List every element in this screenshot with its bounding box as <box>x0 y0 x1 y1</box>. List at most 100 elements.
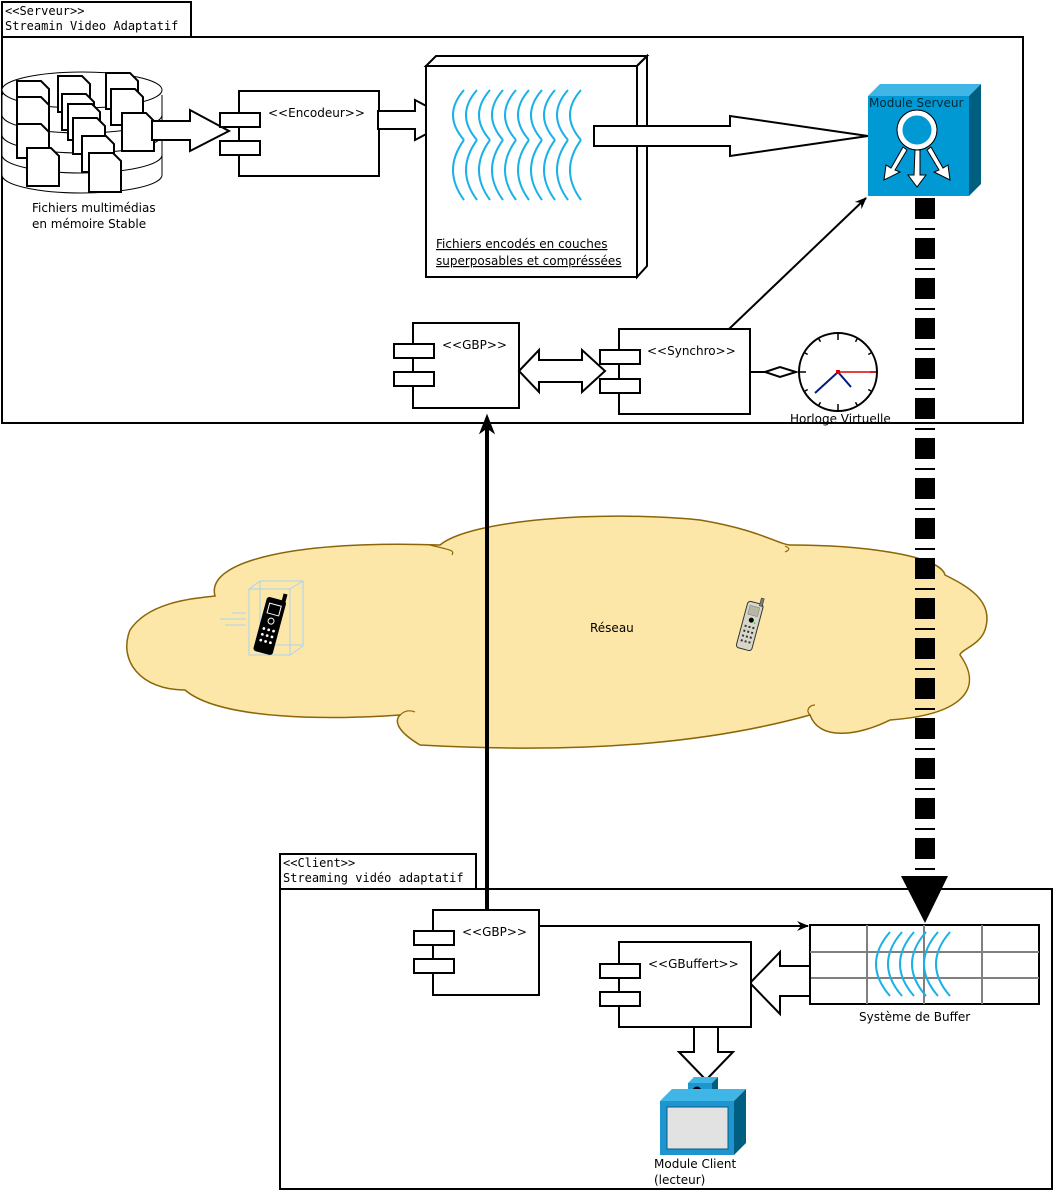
server-gbp-component: <<GBP>> <box>393 322 520 409</box>
dash-segment <box>915 278 935 299</box>
wave-arc <box>504 139 517 201</box>
server-package-name: Streamin Video Adaptatif <box>5 19 178 33</box>
dash-segment <box>915 638 935 659</box>
wave-arc <box>556 139 569 201</box>
client-module-label-line1: Module Client <box>654 1157 736 1171</box>
encoded-layers-waves-icon <box>452 89 582 201</box>
wave-arc <box>517 89 530 141</box>
clock-icon: Horloge Virtuelle <box>790 332 891 426</box>
client-module-node: Module Client (lecteur) <box>654 1077 746 1187</box>
flow-arrow-files-to-server-module <box>593 114 869 158</box>
dash-segment <box>915 748 935 750</box>
component-port <box>413 958 455 974</box>
client-package-stereotype: <<Client>> <box>283 856 355 870</box>
wave-arc <box>452 89 465 141</box>
dash-segment <box>915 838 935 859</box>
dash-segment <box>915 238 935 259</box>
wave-arc <box>935 931 951 997</box>
wave-arc <box>530 89 543 141</box>
server-module-label: Module Serveur <box>869 96 963 110</box>
component-port <box>599 991 641 1007</box>
dash-segment <box>915 718 935 739</box>
component-port <box>219 112 261 128</box>
dash-segment <box>915 478 935 499</box>
arrow-synchro-to-server-module <box>728 197 867 330</box>
dash-segment <box>915 668 935 670</box>
dash-segment <box>915 758 935 779</box>
wave-arc <box>569 89 582 141</box>
clock-label: Horloge Virtuelle <box>790 412 891 426</box>
dash-segment <box>915 868 935 870</box>
dash-segment <box>915 348 935 350</box>
buffer-system: Système de Buffer <box>809 924 1040 1024</box>
flow-arrow-buffer-to-gbuffer <box>748 949 811 1017</box>
wave-arc <box>569 139 582 201</box>
server-package-stereotype: <<Serveur>> <box>5 4 84 18</box>
client-package-name: Streaming vidéo adaptatif <box>283 871 464 885</box>
wave-arc <box>491 139 504 201</box>
cloud-shape <box>126 515 988 749</box>
mobile-phone-icon <box>735 597 765 652</box>
component-port <box>599 349 641 365</box>
synchro-component: <<Synchro>> <box>599 328 751 415</box>
wave-arc <box>478 89 491 141</box>
dash-segment <box>915 798 935 819</box>
stream-dependency-dashed-arrow <box>915 198 935 870</box>
network-label: Réseau <box>590 621 634 635</box>
wave-arc <box>556 89 569 141</box>
server-module-node: Module Serveur <box>868 84 981 196</box>
wave-arc <box>452 139 465 201</box>
dash-segment <box>915 428 935 430</box>
wave-arc <box>899 931 915 997</box>
dash-segment <box>915 518 935 539</box>
dash-segment <box>915 398 935 419</box>
synchro-label: <<Synchro>> <box>647 344 736 358</box>
dash-segment <box>915 318 935 339</box>
buffer-system-label: Système de Buffer <box>859 1010 970 1024</box>
component-port <box>219 140 261 156</box>
dash-segment <box>915 558 935 579</box>
wave-arc <box>517 139 530 201</box>
gbuffer-label: <<GBuffert>> <box>648 957 739 971</box>
dash-segment <box>915 508 935 510</box>
component-port <box>393 343 435 359</box>
network-cloud: Réseau <box>126 515 988 749</box>
encoded-files-label-line1: Fichiers encodés en couches <box>436 237 607 251</box>
dash-segment <box>915 548 935 550</box>
mobile-phone-moving-icon <box>220 580 304 656</box>
wave-arc <box>923 931 939 997</box>
dash-segment <box>915 268 935 270</box>
wave-arc <box>875 931 891 997</box>
dash-segment <box>915 198 935 219</box>
wave-arc <box>465 139 478 201</box>
file-icons <box>16 72 155 193</box>
client-gbp-label: <<GBP>> <box>462 925 527 939</box>
component-port <box>413 930 455 946</box>
dash-segment <box>915 308 935 310</box>
dash-segment <box>915 678 935 699</box>
dash-segment <box>915 228 935 230</box>
wave-arc <box>543 139 556 201</box>
component-port <box>599 963 641 979</box>
aggregation-synchro-clock <box>750 365 800 379</box>
storage-label-line2: en mémoire Stable <box>32 217 146 231</box>
encoded-files-node: Fichiers encodés en couches superposable… <box>423 53 650 280</box>
dash-segment <box>915 588 935 590</box>
flow-arrow-gbuffer-to-client-module <box>676 1026 736 1082</box>
dash-segment <box>915 828 935 830</box>
wave-arc <box>543 89 556 141</box>
dash-segment <box>915 438 935 459</box>
stream-arrow-head <box>901 876 948 923</box>
flow-arrow-gbp-synchro-bidirectional <box>517 347 607 395</box>
client-gbp-component: <<GBP>> <box>413 909 540 996</box>
wave-arc <box>478 139 491 201</box>
storage-label-line1: Fichiers multimédias <box>32 201 156 215</box>
wave-arc <box>491 89 504 141</box>
encoded-files-label-line2: superposables et compréssées <box>436 254 621 268</box>
storage-database-icon: Fichiers multimédias en mémoire Stable <box>1 71 163 231</box>
wave-arc <box>530 139 543 201</box>
server-gbp-label: <<GBP>> <box>442 338 507 352</box>
dash-segment <box>915 388 935 390</box>
wave-arc <box>465 89 478 141</box>
